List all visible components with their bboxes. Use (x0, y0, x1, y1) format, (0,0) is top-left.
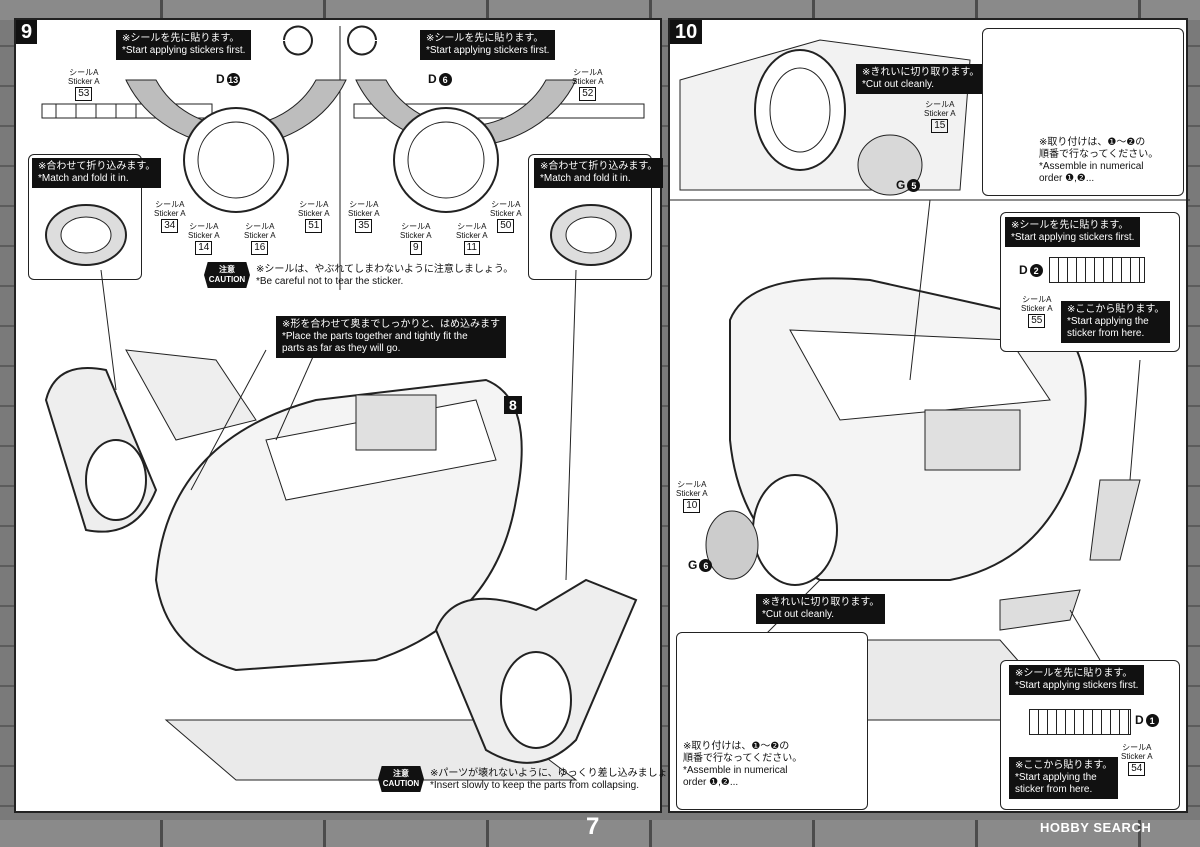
fold-inset-right (528, 154, 652, 280)
page-number: 7 (586, 813, 600, 840)
fold-note-right: ※合わせて折り込みます。*Match and fold it in. (534, 158, 664, 188)
step-number: 9 (16, 20, 38, 44)
apply-first-note-4: ※シールを先に貼ります。*Start applying stickers fir… (1009, 665, 1145, 695)
step-number-10: 10 (670, 20, 703, 44)
fit-note: ※形を合わせて奥までしっかりと、はめ込みます*Place the parts t… (276, 316, 506, 358)
order-note-top: ※取り付けは、❶～❷の順番で行なってください。*Assemble in nume… (1039, 137, 1159, 184)
step-9-panel: 9 ※シールを先に貼ります。*Start applying stickers f… (14, 18, 687, 813)
fold-inset-left (28, 154, 142, 280)
tear-note: ※シールは、やぶれてしまわないように注意しましょう。*Be careful no… (256, 264, 514, 287)
order-inset-top: ※取り付けは、❶～❷の順番で行なってください。*Assemble in nume… (982, 28, 1184, 196)
sticker-inset-d1: ※シールを先に貼ります。*Start applying stickers fir… (1000, 660, 1180, 810)
apply-first-note-2: ※シールを先に貼ります。*Start applying stickers fir… (420, 30, 556, 60)
sticker-strip-54 (1029, 709, 1131, 735)
fold-note-left: ※合わせて折り込みます。*Match and fold it in. (32, 158, 162, 188)
callout-8: 8 (504, 396, 522, 414)
cut-note-bottom: ※きれいに切り取ります。*Cut out cleanly. (756, 594, 886, 624)
sticker-inset-d2: ※シールを先に貼ります。*Start applying stickers fir… (1000, 212, 1180, 352)
watermark: HOBBY SEARCH (1040, 820, 1152, 835)
bottom-plank (0, 820, 1200, 847)
apply-first-note: ※シールを先に貼ります。*Start applying stickers fir… (116, 30, 252, 60)
order-note-bottom: ※取り付けは、❶～❷の順番で行なってください。*Assemble in nume… (683, 741, 803, 788)
insert-note: ※パーツが壊れないように、ゆっくり差し込みましょう。*Insert slowly… (430, 768, 688, 791)
apply-first-note-3: ※シールを先に貼ります。*Start applying stickers fir… (1005, 217, 1141, 247)
order-inset-bottom: ※取り付けは、❶～❷の順番で行なってください。*Assemble in nume… (676, 632, 868, 810)
sticker-strip-55 (1049, 257, 1145, 283)
cut-note-top: ※きれいに切り取ります。*Cut out cleanly. (856, 64, 986, 94)
top-plank (0, 0, 1200, 20)
step-9-drawing (41, 25, 645, 781)
